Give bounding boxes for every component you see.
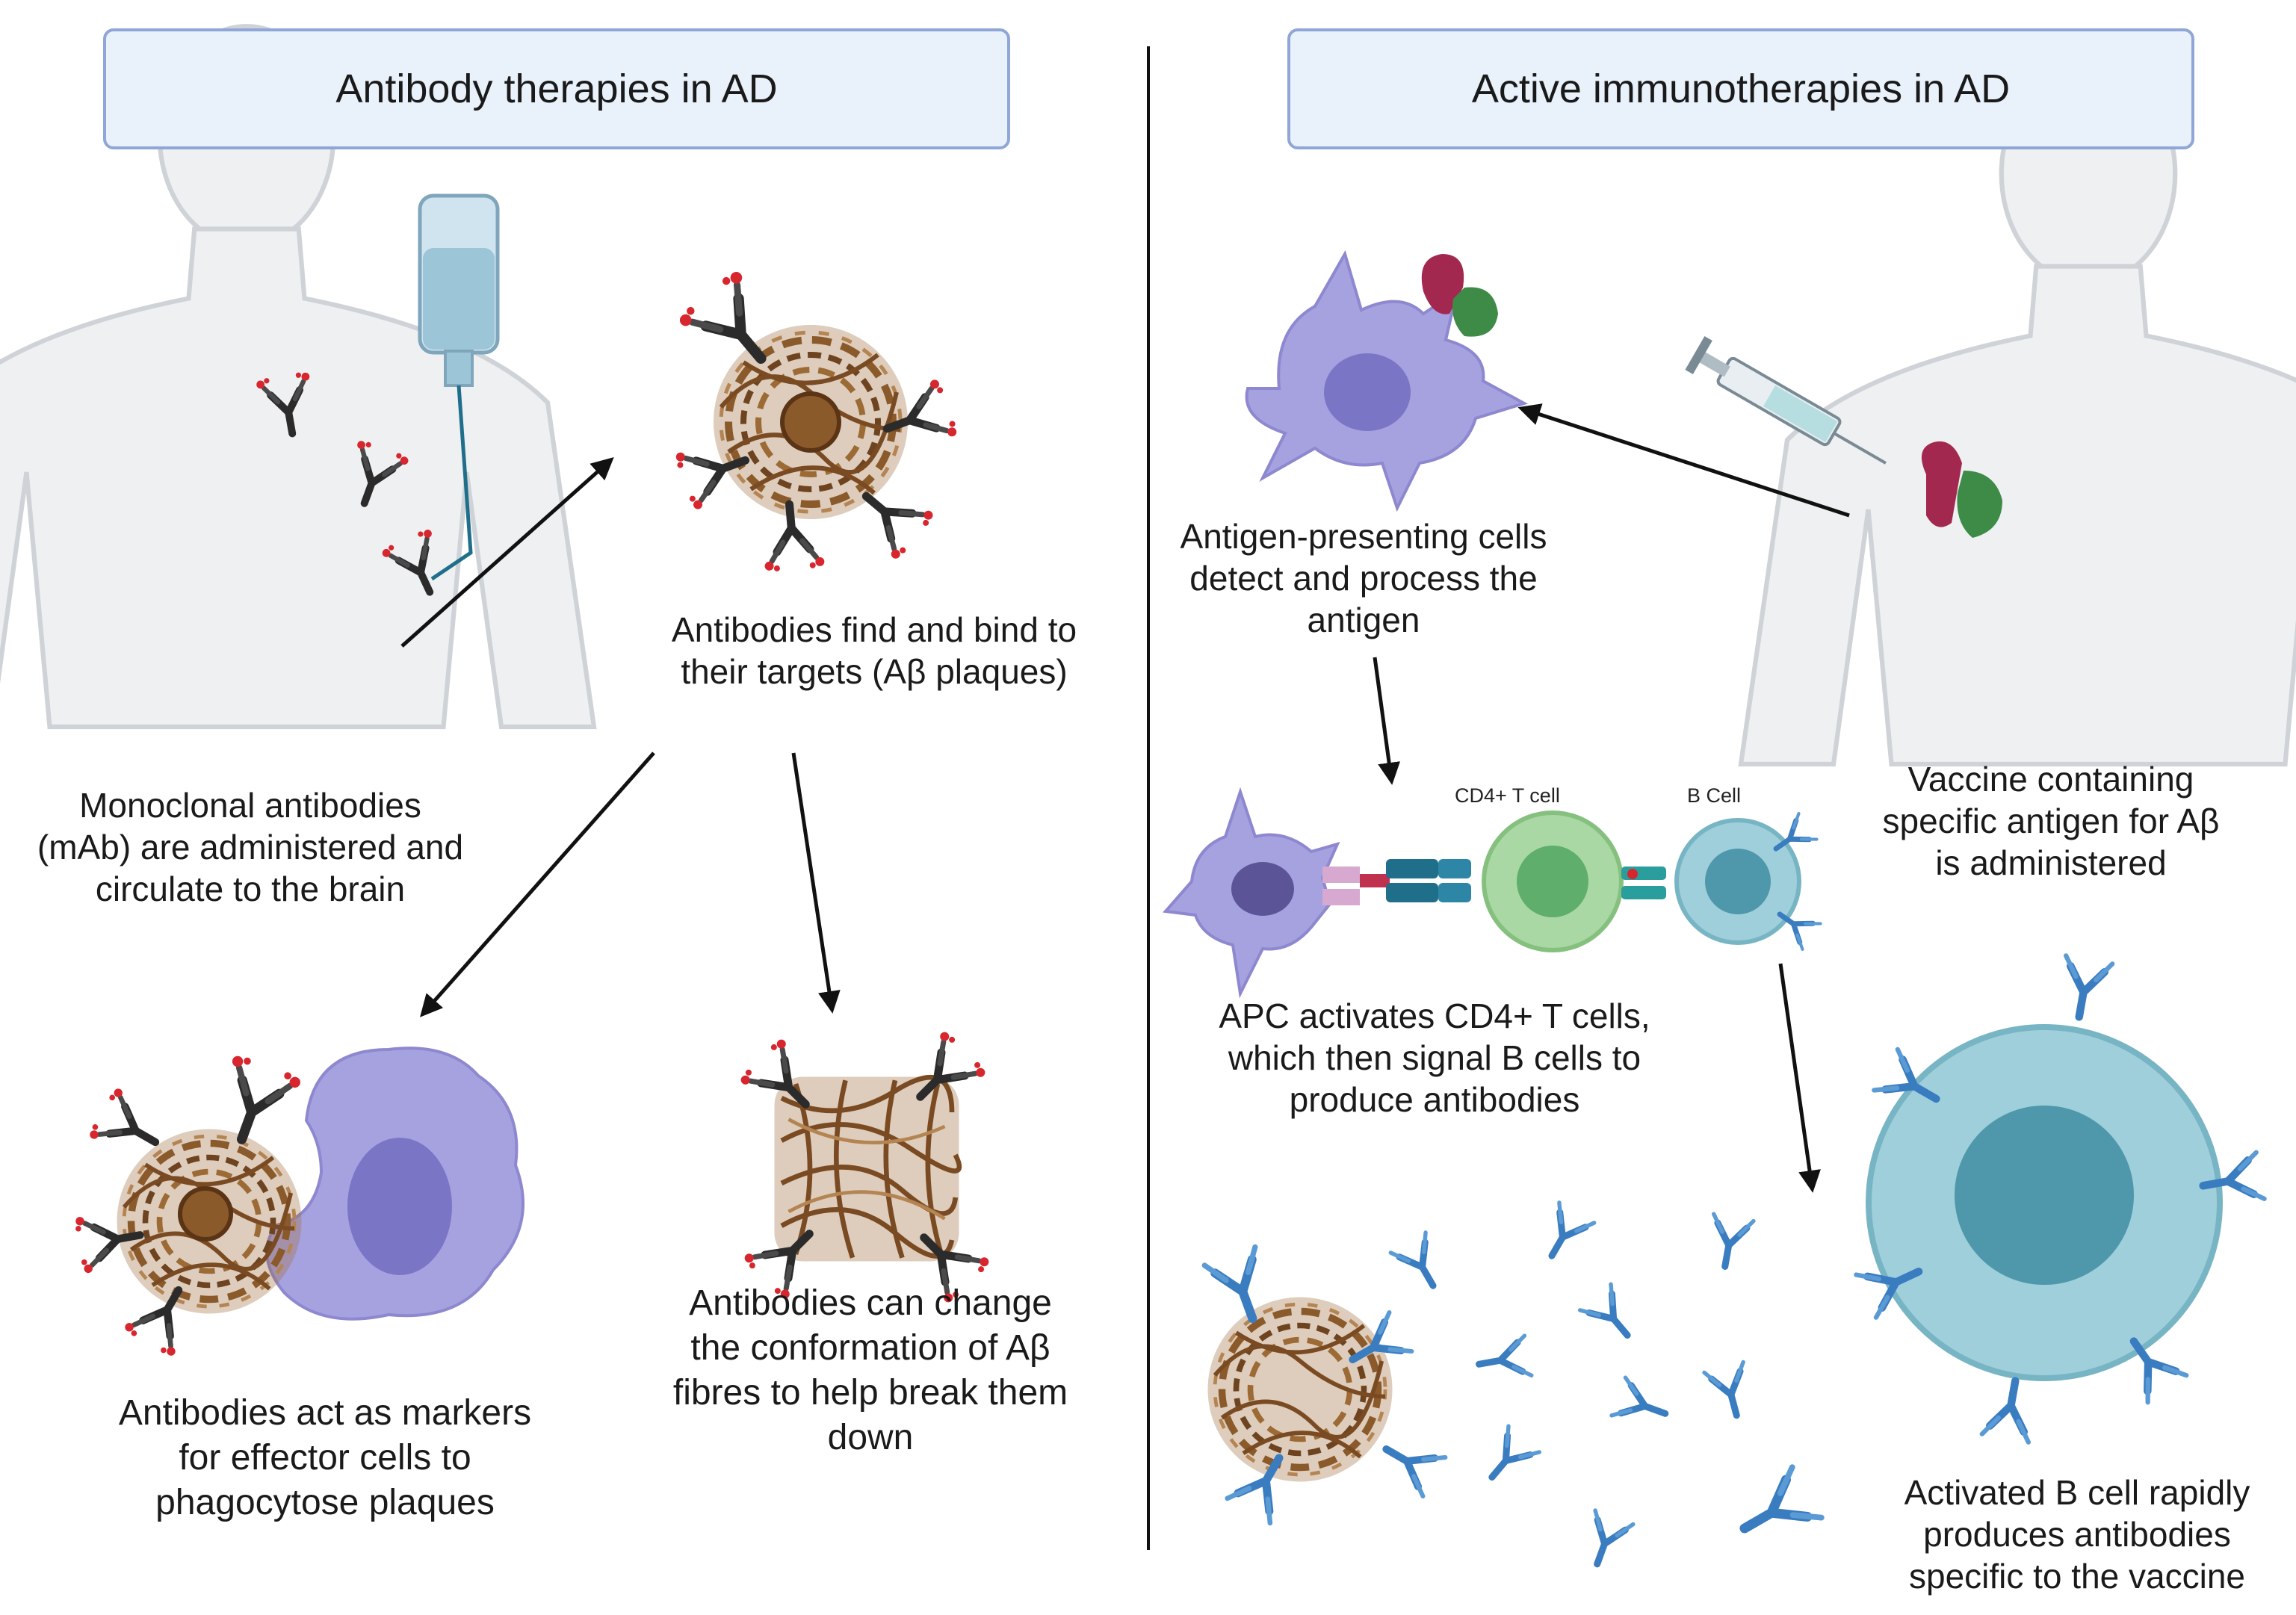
arrows-right — [1373, 403, 1850, 1193]
plaque-phagocytosis — [73, 1047, 525, 1358]
plaque-conformation — [738, 1029, 991, 1305]
activated-bcell — [1856, 955, 2264, 1442]
label-tcell: CD4+ T cell — [1455, 784, 1560, 807]
antigen-injection-site — [1921, 441, 2002, 538]
caption-bcell: Activated B cell rapidly produces antibo… — [1904, 1473, 2250, 1596]
title-box-right: Active immunotherapies in AD — [1287, 28, 2194, 149]
panel-title-right: Active immunotherapies in AD — [1471, 66, 2011, 111]
iv-bag-icon — [418, 193, 500, 581]
apc-top — [1245, 249, 1529, 512]
syringe-icon — [1685, 335, 1887, 465]
free-antibodies-and-plaque — [1204, 1203, 1822, 1571]
caption-administered: Monoclonal antibodies (mAb) are administ… — [37, 786, 464, 908]
caption-markers: Antibodies act as markers for effector c… — [118, 1393, 532, 1522]
caption-apc: Antigen-presenting cells detect and proc… — [1180, 517, 1547, 639]
caption-vaccine: Vaccine containing specific antigen for … — [1882, 760, 2220, 882]
label-bcell: B Cell — [1687, 784, 1742, 807]
panel-title-left: Antibody therapies in AD — [335, 66, 778, 111]
plaque-bound-top — [673, 268, 959, 573]
apc-tcell-bcell-interaction — [1163, 787, 1821, 999]
caption-bind: Antibodies find and bind to their target… — [671, 610, 1077, 691]
title-box-left: Antibody therapies in AD — [103, 28, 1010, 149]
caption-conformation: Antibodies can change the conformation o… — [672, 1283, 1068, 1457]
caption-activates: APC activates CD4+ T cells, which then s… — [1219, 996, 1650, 1119]
arrows-left — [400, 457, 841, 1017]
